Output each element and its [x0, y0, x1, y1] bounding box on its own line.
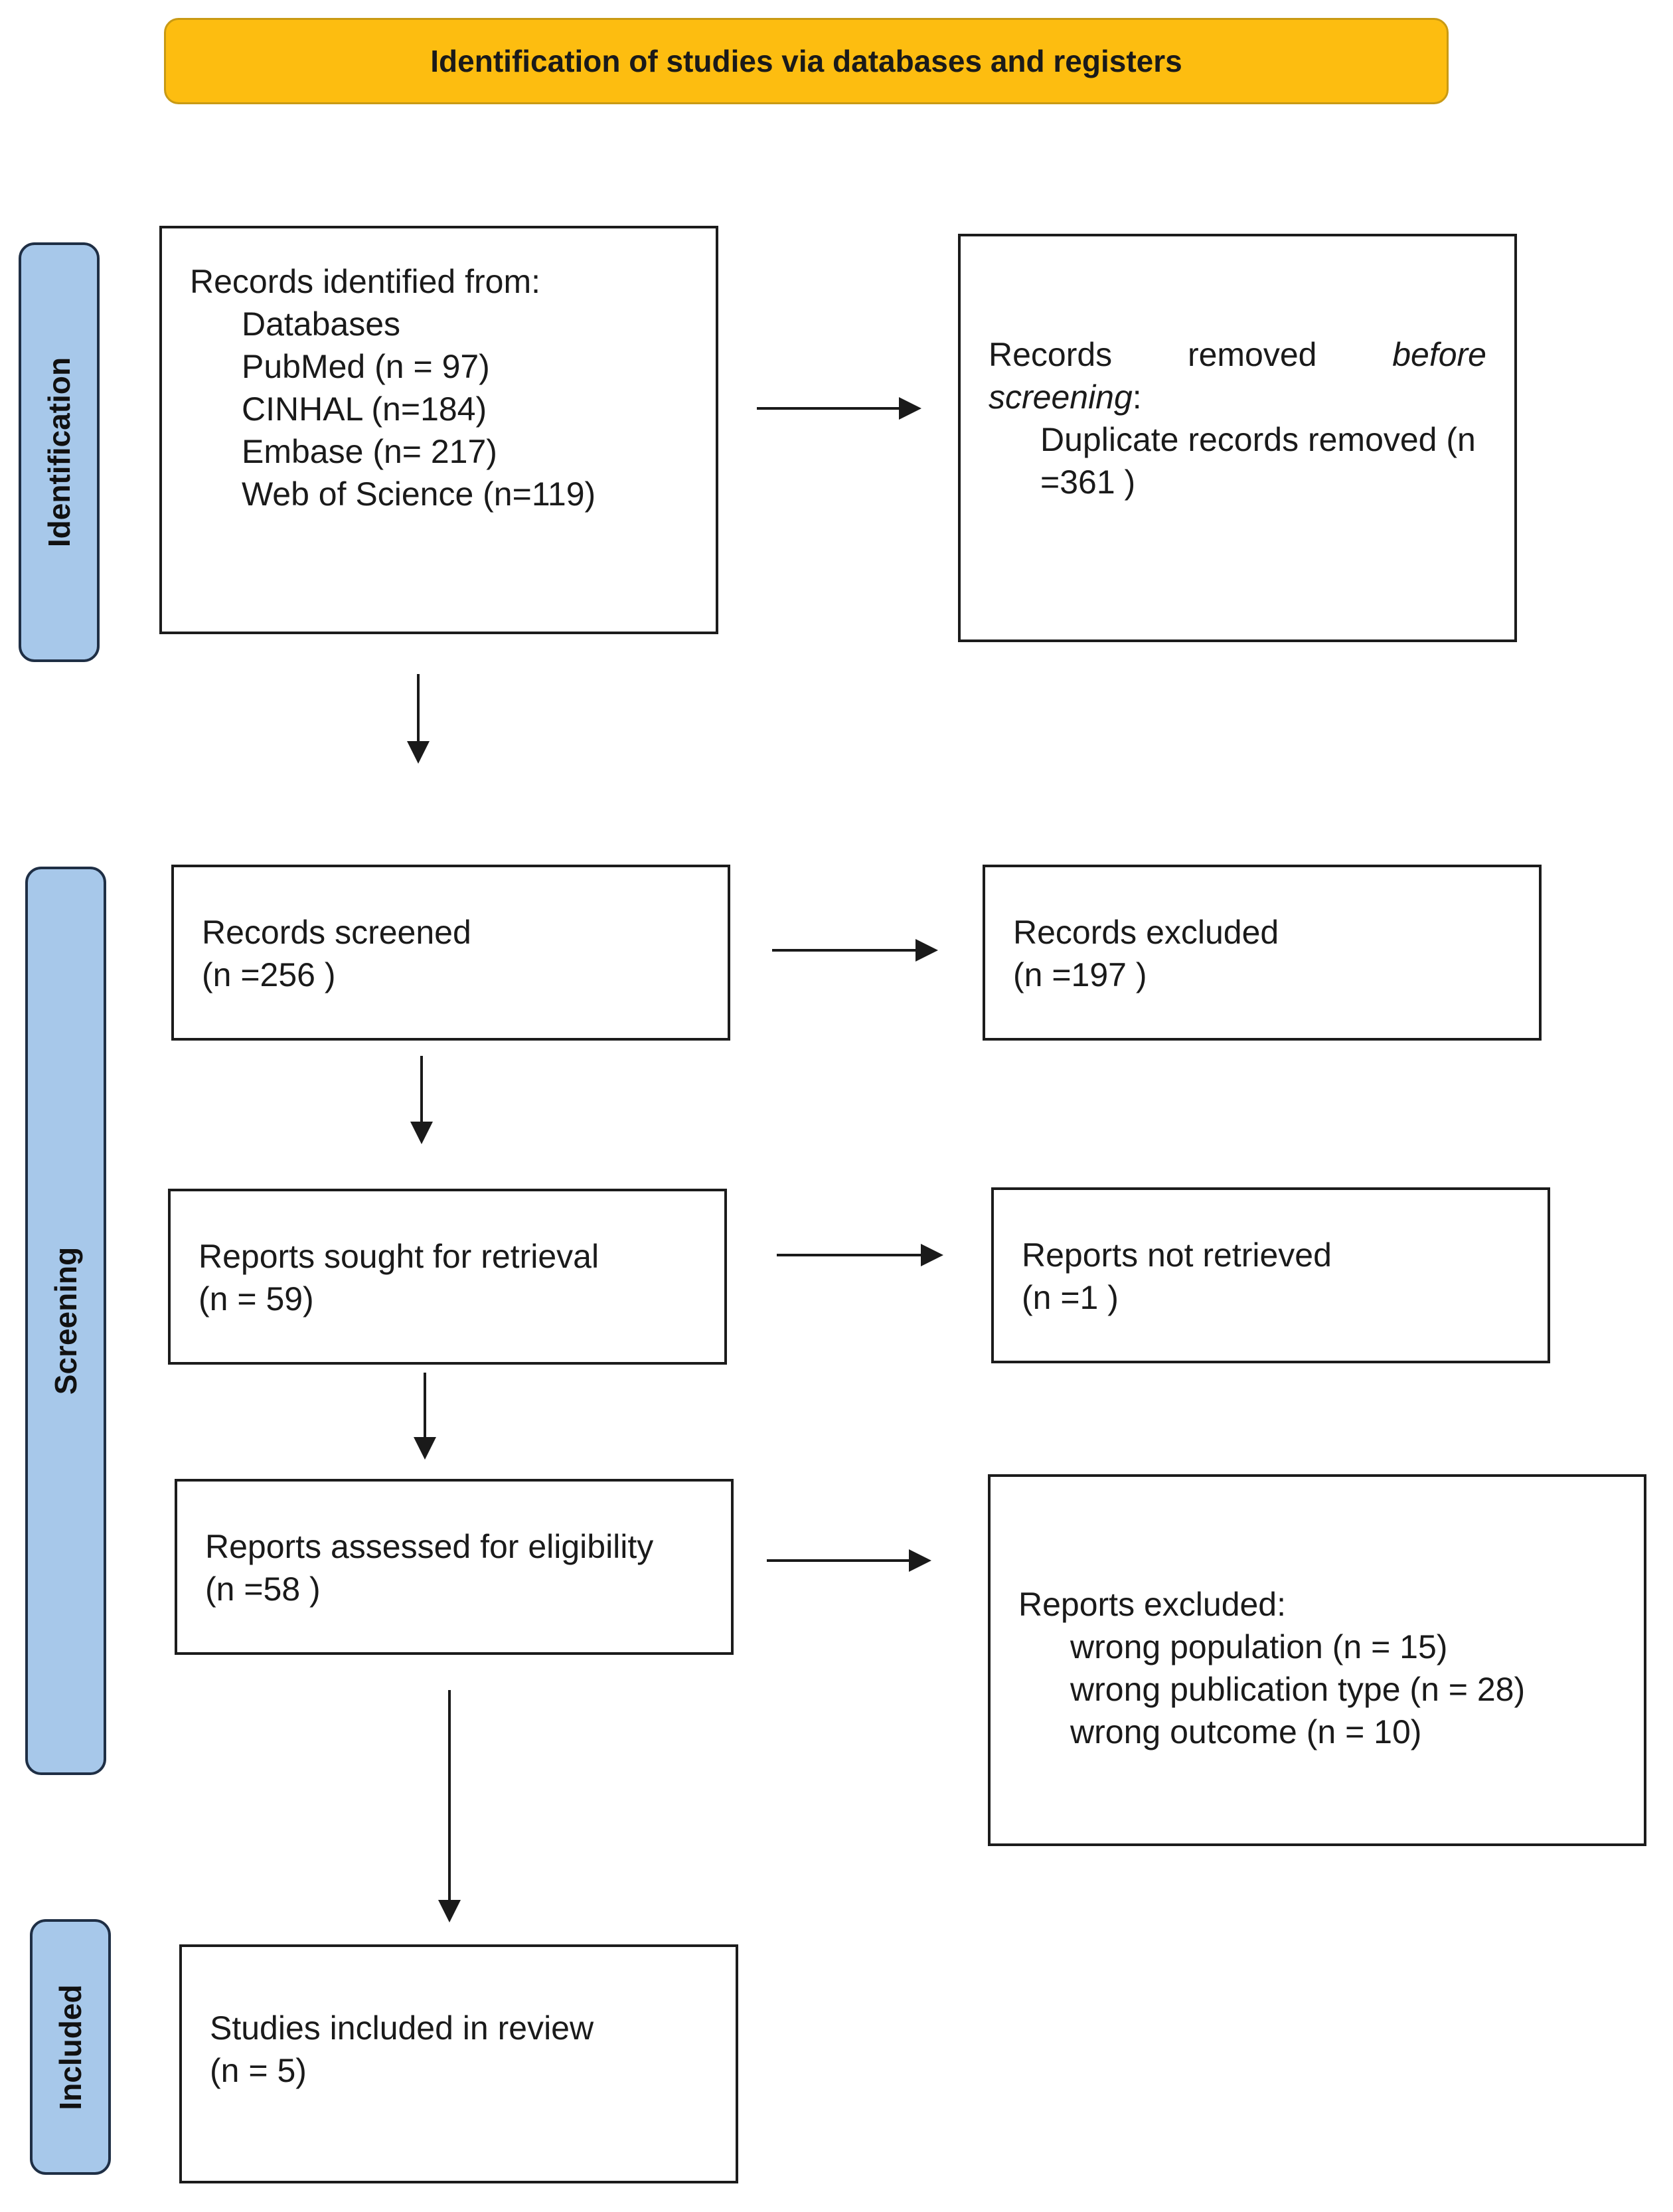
records-screened-count: (n =256 )	[202, 956, 336, 993]
arrow-head-identified-to-screened	[407, 741, 430, 764]
arrow-head-screened-to-excluded	[916, 939, 938, 962]
reports-sought-box: Reports sought for retrieval (n = 59)	[168, 1189, 727, 1365]
arrow-head-assessed-to-excluded	[909, 1549, 931, 1572]
arrow-head-sought-to-assessed	[414, 1437, 436, 1460]
duplicate-records-line2: =361 )	[1040, 464, 1136, 501]
records-screened-box: Records screened (n =256 )	[171, 865, 730, 1041]
arrow-head-assessed-to-included	[438, 1900, 461, 1922]
reports-assessed-box: Reports assessed for eligibility (n =58 …	[175, 1479, 734, 1655]
header-title: Identification of studies via databases …	[430, 44, 1182, 78]
records-excluded-count: (n =197 )	[1013, 956, 1147, 993]
reports-assessed-count: (n =58 )	[205, 1571, 321, 1608]
records-removed-word-screening: screening	[989, 379, 1133, 416]
studies-included-count: (n = 5)	[210, 2052, 307, 2089]
studies-included-box: Studies included in review (n = 5)	[179, 1944, 738, 2183]
records-removed-word-records: Records	[989, 336, 1113, 373]
records-removed-word-removed: removed	[1187, 336, 1317, 373]
reports-not-retrieved-count: (n =1 )	[1022, 1279, 1119, 1316]
source-web-of-science: Web of Science (n=119)	[242, 475, 596, 513]
records-identified-box: Records identified from: Databases PubMe…	[159, 226, 718, 634]
reports-excluded-box: Reports excluded: wrong population (n = …	[988, 1474, 1646, 1846]
source-embase: Embase (n= 217)	[242, 433, 497, 470]
records-excluded-label: Records excluded	[1013, 914, 1279, 951]
records-removed-word-before: before	[1392, 336, 1486, 373]
source-databases: Databases	[242, 305, 401, 343]
records-removed-subheading: screening:	[989, 376, 1486, 418]
diagram-header: Identification of studies via databases …	[164, 18, 1449, 104]
studies-included-label: Studies included in review	[210, 2009, 594, 2047]
reports-sought-count: (n = 59)	[199, 1280, 314, 1318]
reports-excluded-heading: Reports excluded:	[1018, 1586, 1287, 1623]
records-removed-box: Records removed before screening: Duplic…	[958, 234, 1517, 642]
records-screened-label: Records screened	[202, 914, 471, 951]
reports-not-retrieved-box: Reports not retrieved (n =1 )	[991, 1187, 1550, 1363]
reports-not-retrieved-label: Reports not retrieved	[1022, 1236, 1332, 1274]
phase-identification: Identification	[19, 242, 100, 662]
reports-sought-label: Reports sought for retrieval	[199, 1238, 599, 1275]
source-pubmed: PubMed (n = 97)	[242, 348, 490, 385]
source-cinhal: CINHAL (n=184)	[242, 390, 487, 428]
arrow-head-identified-to-removed	[899, 397, 921, 420]
duplicate-records-line1: Duplicate records removed (n	[1040, 421, 1476, 458]
arrow-head-screened-to-sought	[410, 1122, 433, 1144]
phase-included: Included	[30, 1919, 111, 2175]
phase-screening: Screening	[25, 867, 106, 1775]
reports-assessed-label: Reports assessed for eligibility	[205, 1528, 654, 1565]
records-removed-colon: :	[1132, 379, 1142, 416]
reason-wrong-outcome: wrong outcome (n = 10)	[1070, 1713, 1422, 1750]
reason-wrong-publication-type: wrong publication type (n = 28)	[1070, 1671, 1526, 1708]
records-identified-heading: Records identified from:	[190, 263, 541, 300]
reason-wrong-population: wrong population (n = 15)	[1070, 1628, 1448, 1665]
records-excluded-box: Records excluded (n =197 )	[983, 865, 1542, 1041]
records-removed-heading: Records removed before	[989, 333, 1486, 376]
arrow-head-sought-to-not-retrieved	[921, 1244, 943, 1266]
